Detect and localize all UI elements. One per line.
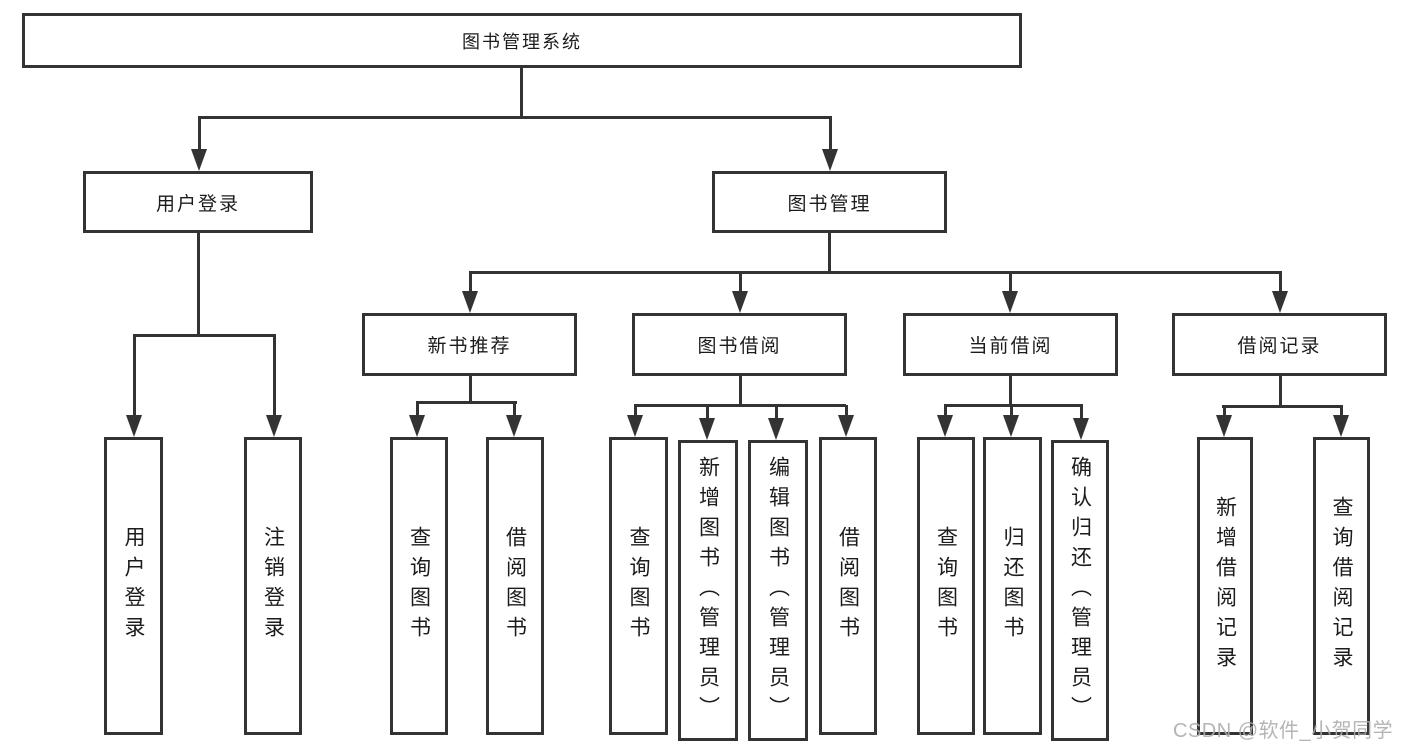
connector-arrow-shaft [845,405,848,419]
connector-arrow-shaft [416,402,419,419]
connector-arrow-shaft [1279,272,1282,295]
connector-arrow-shaft [739,272,742,295]
node-book-mgmt-group: 图书管理 [712,171,947,233]
connector-arrow-shaft [706,405,709,422]
node-borrow-records: 借阅记录 [1172,313,1387,376]
node-label-book-borrow: 图书借阅 [697,336,782,357]
connector-arrow-shaft [469,272,472,295]
arrow-down-head [506,415,522,437]
node-label-confirm-return-admin: 确认归还（管理员） [1068,455,1092,726]
node-borrow-books-rec: 借阅图书 [486,437,544,735]
node-add-books-admin: 新增图书（管理员） [678,440,738,741]
connector-line [416,401,517,404]
node-label-user-login: 用户登录 [122,526,145,646]
arrow-down-head [1003,415,1019,437]
arrow-down-head [732,291,748,313]
node-label-logout: 注销登录 [261,526,285,646]
connector-line [197,233,200,337]
arrow-down-head [627,415,643,437]
node-label-add-books-admin: 新增图书（管理员） [696,455,720,726]
connector-line [1222,405,1343,408]
node-root: 图书管理系统 [22,13,1022,68]
connector-line [198,116,832,119]
connector-arrow-shaft [944,405,947,419]
arrow-down-head [822,149,838,171]
node-return-books: 归还图书 [983,437,1042,735]
arrow-down-head [266,415,282,437]
connector-arrow-shaft [133,335,136,419]
node-label-borrow-books-rec: 借阅图书 [503,526,527,646]
connector-arrow-shaft [198,116,201,153]
connector-line [944,404,1083,407]
arrow-down-head [126,415,142,437]
connector-line [469,271,1282,274]
connector-line [1279,376,1282,408]
arrow-down-head [1333,415,1349,437]
connector-line [739,376,742,407]
connector-arrow-shaft [829,116,832,153]
arrow-down-head [409,415,425,437]
node-label-query-books-borrow: 查询图书 [627,526,650,646]
connector-arrow-shaft [1010,405,1013,419]
connector-arrow-shaft [273,335,276,419]
arrow-down-head [1272,291,1288,313]
node-label-new-book-rec: 新书推荐 [427,336,512,357]
node-label-borrow-books-borrow: 借阅图书 [836,526,860,646]
node-edit-books-admin: 编辑图书（管理员） [748,440,808,741]
node-confirm-return-admin: 确认归还（管理员） [1051,440,1109,741]
csdn-watermark: CSDN @软件_小贺同学 [1173,720,1394,742]
node-add-borrow-record: 新增借阅记录 [1197,437,1253,735]
node-query-borrow-record: 查询借阅记录 [1313,437,1370,735]
node-label-edit-books-admin: 编辑图书（管理员） [766,455,790,726]
arrow-down-head [937,415,953,437]
node-new-book-rec: 新书推荐 [362,313,577,376]
arrow-down-head [1002,291,1018,313]
node-borrow-books-borrow: 借阅图书 [819,437,877,735]
node-query-books-borrow: 查询图书 [609,437,668,735]
connector-line [634,404,846,407]
arrow-down-head [1216,415,1232,437]
node-logout: 注销登录 [244,437,302,735]
node-label-add-borrow-record: 新增借阅记录 [1213,496,1237,676]
connector-arrow-shaft [775,405,778,422]
arrow-down-head [768,418,784,440]
connector-arrow-shaft [1223,406,1226,419]
node-label-root: 图书管理系统 [462,31,582,52]
arrow-down-head [462,291,478,313]
arrow-down-head [1073,418,1089,440]
connector-arrow-shaft [1009,272,1012,295]
connector-arrow-shaft [634,405,637,419]
arrow-down-head [838,415,854,437]
node-user-login: 用户登录 [104,437,163,735]
node-label-current-borrow: 当前借阅 [968,336,1053,357]
node-label-borrow-records: 借阅记录 [1237,336,1322,357]
node-label-query-books-rec: 查询图书 [407,526,431,646]
connector-line [1009,376,1012,407]
node-user-login-group: 用户登录 [83,171,313,233]
node-query-books-current: 查询图书 [917,437,975,735]
node-query-books-rec: 查询图书 [390,437,448,735]
node-current-borrow: 当前借阅 [903,313,1118,376]
connector-line [520,68,523,118]
arrow-down-head [191,149,207,171]
node-label-query-books-current: 查询图书 [934,526,958,646]
node-label-return-books: 归还图书 [1001,526,1024,646]
arrow-down-head [699,418,715,440]
connector-arrow-shaft [513,402,516,419]
node-label-query-borrow-record: 查询借阅记录 [1330,496,1353,676]
node-label-user-login-group: 用户登录 [155,193,240,215]
connector-line [469,376,472,404]
connector-line [133,334,276,337]
node-book-borrow: 图书借阅 [632,313,847,376]
connector-arrow-shaft [1340,406,1343,419]
connector-line [828,233,831,274]
connector-arrow-shaft [1080,405,1083,422]
node-label-book-mgmt-group: 图书管理 [787,193,872,215]
